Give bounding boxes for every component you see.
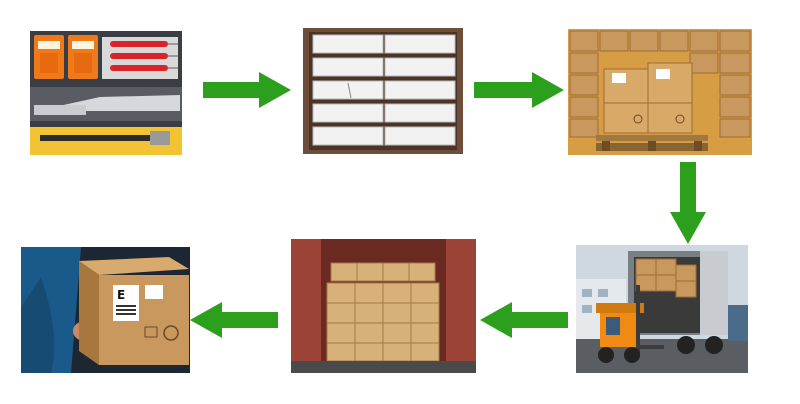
blister-card-right: [68, 35, 98, 79]
step-loading-photo: [576, 245, 748, 373]
step-cartons-photo: [568, 29, 752, 155]
blister-card-left: [34, 35, 64, 79]
truck-cartons: [635, 258, 697, 298]
step-container-photo: [291, 239, 476, 373]
parcel-box: E: [79, 257, 189, 365]
flow-arrow-left-2: [190, 302, 278, 338]
parcel-label-letter: E: [117, 288, 125, 302]
container-cartons: [326, 262, 440, 362]
flow-arrow-right-1: [203, 72, 291, 108]
step-delivery-photo: E: [21, 247, 190, 373]
white-box-grid: [312, 34, 456, 146]
flow-arrow-down: [670, 162, 706, 244]
flow-arrow-right-2: [474, 72, 564, 108]
carton-wall: [569, 30, 751, 138]
step-inner-packing-photo: [303, 28, 463, 154]
step-products-photo: [30, 31, 182, 155]
forklift: [596, 285, 664, 363]
flow-arrow-left-1: [480, 302, 568, 338]
center-cartons: [603, 62, 693, 134]
